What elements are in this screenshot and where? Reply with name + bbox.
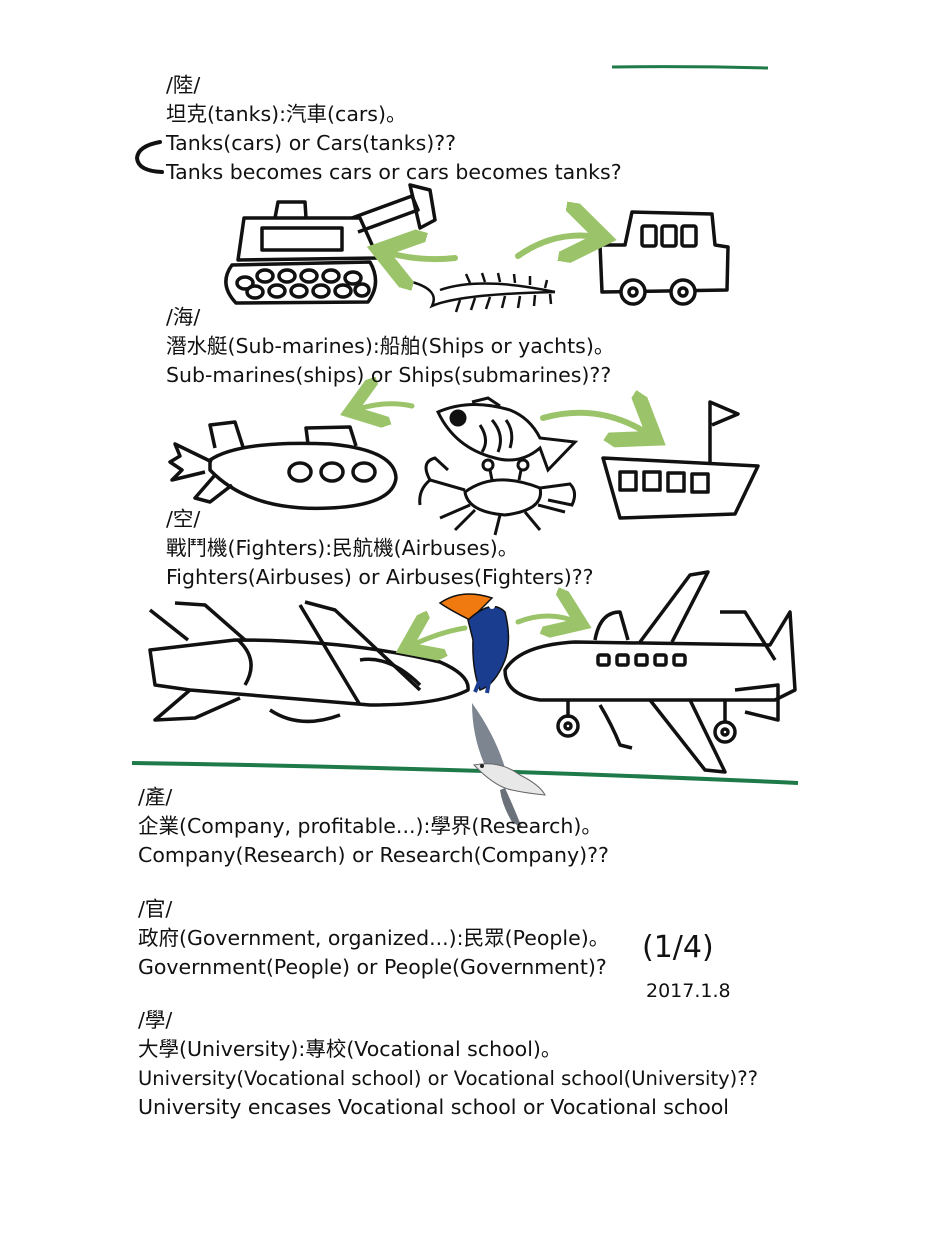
crab-icon xyxy=(418,456,577,536)
academia-line-3: University encases Vocational school or … xyxy=(138,1095,730,1119)
top-green-stroke xyxy=(611,65,769,70)
bracket-mark xyxy=(134,140,164,174)
air-line-1: 戰鬥機(Fighters):民航機(Airbuses)。 xyxy=(166,536,519,560)
airliner-icon xyxy=(503,570,797,774)
heading-academia: /學/ xyxy=(138,1008,173,1032)
academia-line-1: 大學(University):專校(Vocational school)。 xyxy=(138,1037,562,1061)
fighter-jet-icon xyxy=(148,600,470,724)
heading-land: /陸/ xyxy=(166,73,201,97)
centipede-icon xyxy=(411,272,556,313)
air-line-2: Fighters(Airbuses) or Airbuses(Fighters)… xyxy=(166,565,594,589)
arrow-right-air xyxy=(515,616,577,622)
seagull-icon xyxy=(472,703,546,828)
page-number: (1/4) xyxy=(642,930,714,965)
government-line-2: Government(People) or People(Government)… xyxy=(138,955,607,979)
land-line-2: Tanks(cars) or Cars(tanks)?? xyxy=(166,131,457,155)
green-divider xyxy=(131,761,799,785)
heading-air: /空/ xyxy=(166,507,201,531)
fish-icon xyxy=(435,396,579,473)
date-label: 2017.1.8 xyxy=(646,980,731,1002)
industry-line-2: Company(Research) or Research(Company)?? xyxy=(138,843,609,867)
arrow-right-land xyxy=(515,236,598,256)
heading-industry: /產/ xyxy=(138,785,173,809)
arrow-right-sea xyxy=(540,413,650,435)
arrow-left-sea xyxy=(355,404,415,410)
ship-icon xyxy=(601,400,760,520)
heading-government: /官/ xyxy=(138,897,173,921)
arrow-left-air xyxy=(410,628,468,646)
government-line-1: 政府(Government, organized...):民眾(People)。 xyxy=(138,926,610,950)
land-line-3: Tanks becomes cars or cars becomes tanks… xyxy=(166,160,622,184)
toucan-icon xyxy=(438,593,510,694)
submarine-icon xyxy=(168,420,398,511)
academia-line-2: University(Vocational school) or Vocatio… xyxy=(138,1067,758,1090)
arrow-left-land xyxy=(385,252,458,259)
land-line-1: 坦克(tanks):汽車(cars)。 xyxy=(166,102,407,126)
sea-line-1: 潛水艇(Sub-marines):船舶(Ships or yachts)。 xyxy=(166,334,615,358)
sea-line-2: Sub-marines(ships) or Ships(submarines)?… xyxy=(166,363,612,387)
car-icon xyxy=(598,210,730,306)
heading-sea: /海/ xyxy=(166,305,201,329)
tank-icon xyxy=(224,183,437,305)
industry-line-1: 企業(Company, profitable...):學界(Research)。 xyxy=(138,814,602,838)
